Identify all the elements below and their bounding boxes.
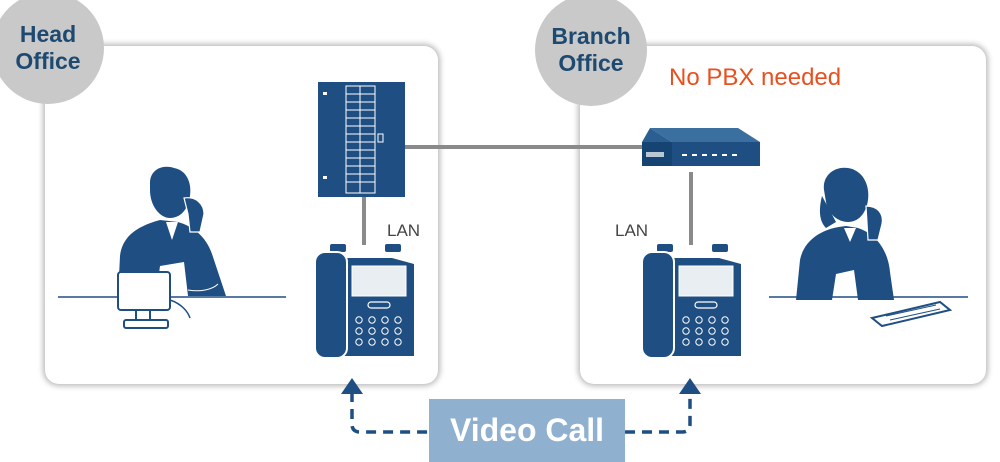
desk-phone-icon: [314, 244, 414, 359]
head-office-label-line2: Office: [15, 48, 81, 74]
video-call-connector: [341, 378, 701, 434]
arrow-up-icon: [341, 378, 363, 394]
branch-office-label-line2: Office: [558, 50, 624, 76]
desk-phone-icon: [641, 244, 741, 359]
pbx-unit-icon: [318, 82, 405, 197]
arrow-up-icon: [679, 378, 701, 394]
keyboard-icon: [869, 300, 953, 328]
router-icon: [642, 128, 760, 166]
monitor-icon: [117, 271, 191, 329]
video-call-label: Video Call: [429, 399, 625, 462]
person-on-phone-icon: [796, 167, 894, 300]
head-office-label-line1: Head: [19, 21, 77, 47]
lan-label-head: LAN: [387, 221, 421, 240]
no-pbx-note: No PBX needed: [669, 64, 842, 91]
lan-label-branch: LAN: [615, 221, 649, 240]
branch-office-label-line1: Branch: [551, 23, 631, 49]
